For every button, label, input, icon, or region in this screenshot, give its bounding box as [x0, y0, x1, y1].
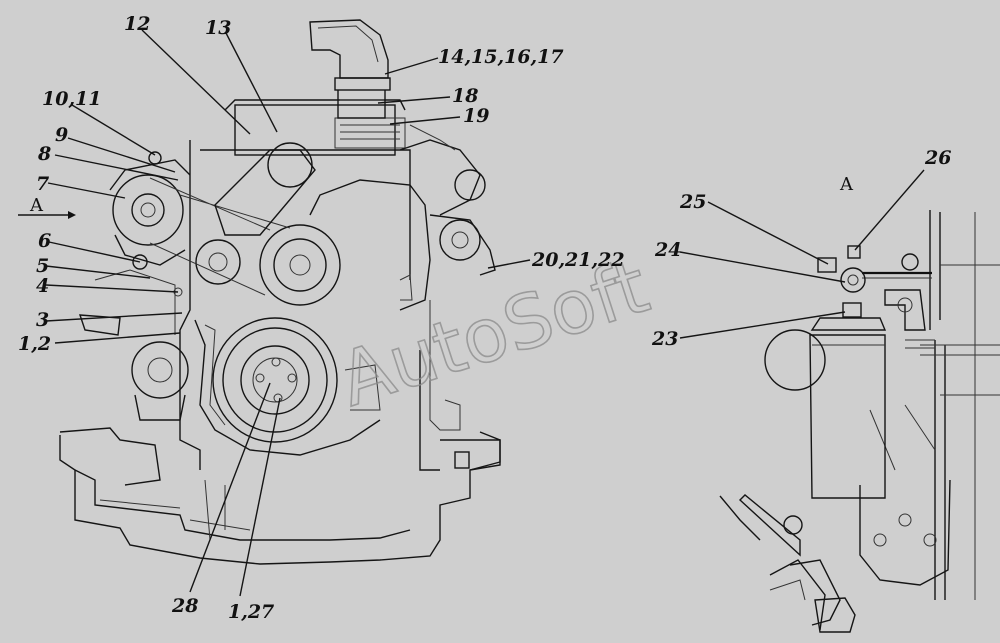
callout-19: 19	[463, 105, 489, 127]
detail-view-a-drawing	[719, 210, 1000, 633]
callout-24: 24	[654, 239, 681, 261]
callout-7: 7	[36, 173, 49, 195]
detail-a-label: A	[839, 174, 854, 195]
callout-8: 8	[37, 143, 51, 165]
callout-26: 26	[924, 147, 951, 169]
callout-13: 13	[205, 17, 231, 39]
callout-25: 25	[679, 191, 706, 213]
callout-18: 18	[452, 85, 478, 107]
callout-12: 12	[124, 13, 150, 35]
leader-lines-detail	[679, 169, 925, 339]
callout-28: 28	[171, 595, 198, 617]
callout-1-2: 1,2	[18, 333, 51, 355]
callout-14-15-16-17: 14,15,16,17	[438, 46, 564, 68]
callout-9: 9	[55, 124, 68, 146]
leader-lines-main	[45, 29, 531, 597]
callout-10-11: 10,11	[42, 88, 102, 110]
callout-20-21-22: 20,21,22	[531, 249, 625, 271]
callout-4: 4	[36, 275, 49, 297]
callout-6: 6	[38, 230, 51, 252]
callout-3: 3	[36, 309, 49, 331]
engine-drawing	[59, 19, 501, 565]
callout-23: 23	[651, 328, 678, 350]
callout-1-27: 1,27	[228, 601, 274, 623]
view-arrow-a	[18, 211, 76, 219]
callout-5: 5	[36, 255, 49, 277]
view-arrow-a-label: A	[29, 195, 44, 216]
